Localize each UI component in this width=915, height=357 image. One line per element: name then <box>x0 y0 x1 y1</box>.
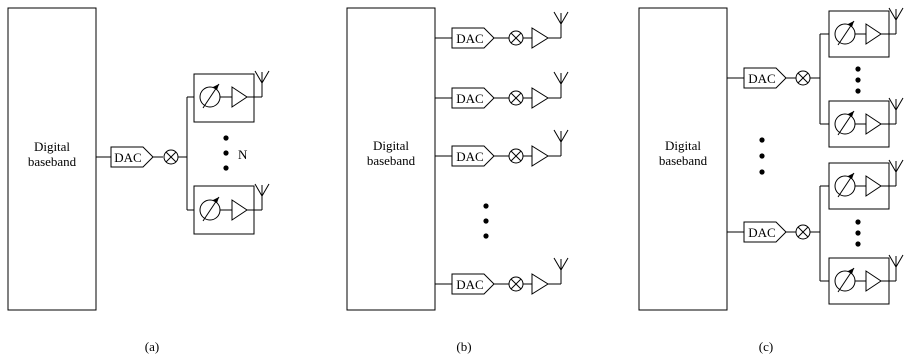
dac-label: DAC <box>748 225 775 240</box>
rf-chain: DAC <box>435 257 569 295</box>
dac-label: DAC <box>456 31 483 46</box>
ellipsis-dot <box>483 203 489 209</box>
amplifier-symbol <box>531 27 549 49</box>
panel-caption: (c) <box>759 339 773 354</box>
phase-shifter-arrowhead <box>213 84 219 90</box>
antenna-icon <box>888 7 897 21</box>
ellipsis-dot <box>759 153 765 159</box>
dac-block <box>110 146 154 168</box>
digital-baseband-block <box>638 7 728 311</box>
antenna-icon <box>888 254 897 268</box>
mixer-cross <box>510 150 522 162</box>
dac-label: DAC <box>748 71 775 86</box>
n-label: N <box>238 147 248 162</box>
amplifier-symbol <box>865 270 882 292</box>
antenna-icon <box>895 159 904 173</box>
rf-chain: DAC <box>435 71 569 109</box>
rf-chain: DAC <box>435 129 569 167</box>
dac-block <box>743 67 787 89</box>
antenna-icon <box>895 254 904 268</box>
dac-label: DAC <box>456 277 483 292</box>
amplifier-symbol <box>865 113 882 135</box>
baseband-label-line2: baseband <box>28 154 77 169</box>
dac-block <box>451 27 495 49</box>
baseband-label-line1: Digital <box>34 139 70 154</box>
dac-label: DAC <box>456 91 483 106</box>
phase-shifter-arrowhead <box>848 21 854 27</box>
antenna-icon <box>261 70 270 84</box>
mixer-cross <box>510 92 522 104</box>
phase-shifter-arrowhead <box>848 111 854 117</box>
phase-shifter-arrowhead <box>848 268 854 274</box>
amplifier-symbol <box>865 175 882 197</box>
rf-chain-box-group <box>828 7 904 58</box>
ellipsis-dot <box>855 219 861 225</box>
dac-block <box>743 221 787 243</box>
antenna-icon <box>560 11 569 25</box>
amplifier-symbol <box>531 87 549 109</box>
baseband-label-line2: baseband <box>659 153 708 168</box>
antenna-icon <box>895 7 904 21</box>
dac-block <box>451 145 495 167</box>
mixer-cross <box>165 151 177 163</box>
panel-caption: (a) <box>145 339 159 354</box>
ellipsis-dot <box>483 233 489 239</box>
baseband-label-line1: Digital <box>665 138 701 153</box>
panel-b: Digital baseband DAC DAC <box>346 7 569 354</box>
amplifier-symbol <box>865 23 882 45</box>
panel-a: Digital baseband DAC N <box>7 7 270 354</box>
antenna-icon <box>254 183 263 197</box>
dac-label: DAC <box>456 149 483 164</box>
mixer-cross <box>510 278 522 290</box>
ellipsis-dot <box>759 137 765 143</box>
antenna-icon <box>261 183 270 197</box>
dac-block <box>451 273 495 295</box>
ellipsis-dot <box>855 77 861 83</box>
ellipsis-dot <box>855 230 861 236</box>
antenna-icon <box>553 257 562 271</box>
baseband-label-line1: Digital <box>373 138 409 153</box>
phase-shifter-arrowhead <box>213 197 219 203</box>
dac-block <box>451 87 495 109</box>
ellipsis-dot <box>855 241 861 247</box>
antenna-icon <box>895 97 904 111</box>
ellipsis-dot <box>759 169 765 175</box>
ellipsis-dot <box>855 66 861 72</box>
panel-c: Digital baseband DAC DAC <box>638 7 904 354</box>
ellipsis-dot <box>223 135 229 141</box>
antenna-icon <box>254 70 263 84</box>
amplifier-symbol <box>231 199 248 221</box>
ellipsis-dot <box>223 165 229 171</box>
rf-chain-box-group <box>828 159 904 210</box>
mixer-cross <box>510 32 522 44</box>
amplifier-symbol <box>531 273 549 295</box>
antenna-icon <box>560 71 569 85</box>
antenna-icon <box>560 129 569 143</box>
ellipsis-dot <box>855 88 861 94</box>
antenna-icon <box>560 257 569 271</box>
rf-chain-box-group <box>828 97 904 148</box>
dac-label: DAC <box>114 150 141 165</box>
digital-baseband-block <box>346 7 436 311</box>
antenna-icon <box>553 11 562 25</box>
amplifier-symbol <box>231 86 248 108</box>
phase-shifter-arrowhead <box>848 173 854 179</box>
mixer-cross <box>797 72 809 84</box>
digital-baseband-block <box>7 7 97 311</box>
rf-chain-box-group <box>828 254 904 305</box>
antenna-icon <box>888 159 897 173</box>
rf-chain: DAC <box>435 11 569 49</box>
baseband-label-line2: baseband <box>367 153 416 168</box>
antenna-icon <box>553 129 562 143</box>
antenna-icon <box>888 97 897 111</box>
antenna-icon <box>553 71 562 85</box>
panel-caption: (b) <box>456 339 471 354</box>
amplifier-symbol <box>531 145 549 167</box>
mixer-cross <box>797 226 809 238</box>
ellipsis-dot <box>483 218 489 224</box>
ellipsis-dot <box>223 150 229 156</box>
